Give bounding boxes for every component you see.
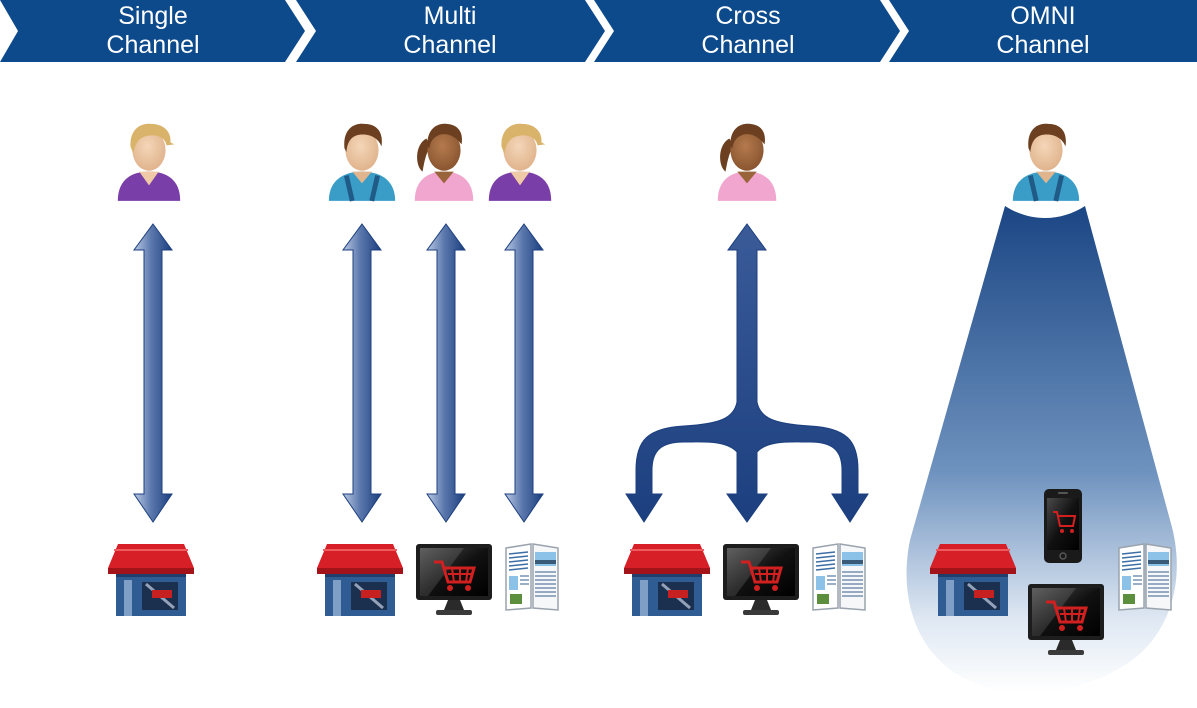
omni-channel-column xyxy=(906,124,1177,693)
person-icon xyxy=(717,123,777,201)
monitor-cart-icon xyxy=(721,542,801,617)
stage-label-single-line2: Channel xyxy=(106,31,199,59)
person-icon xyxy=(117,123,181,201)
person-icon xyxy=(1013,124,1079,201)
store-icon xyxy=(624,542,710,618)
double-arrow-icon xyxy=(342,223,382,523)
branching-arrow-icon xyxy=(625,223,869,523)
multi-channel-column xyxy=(317,123,559,618)
person-icon xyxy=(488,123,552,201)
stage-label-cross-line1: Cross xyxy=(715,2,780,30)
stage-label-single-line1: Single xyxy=(118,2,188,30)
double-arrow-icon xyxy=(426,223,466,523)
smartphone-cart-icon xyxy=(1043,488,1083,564)
monitor-cart-icon xyxy=(414,542,494,617)
catalog-icon xyxy=(812,543,866,611)
stage-label-multi-line2: Channel xyxy=(403,31,496,59)
stage-label-multi-line1: Multi xyxy=(424,2,477,30)
cross-channel-column xyxy=(624,123,869,618)
stage-label-omni-line1: OMNI xyxy=(1010,2,1075,30)
stage-label-omni-line2: Channel xyxy=(996,31,1089,59)
single-channel-column xyxy=(108,123,194,618)
stage-chevron-cross xyxy=(594,0,900,62)
stage-chevron-omni xyxy=(889,0,1197,62)
double-arrow-icon xyxy=(504,223,544,523)
person-icon xyxy=(414,123,474,201)
person-icon xyxy=(329,124,395,201)
stage-label-cross-line2: Channel xyxy=(701,31,794,59)
store-icon xyxy=(930,542,1016,618)
catalog-icon xyxy=(505,543,559,611)
stage-chevron-multi xyxy=(296,0,605,62)
double-arrow-icon xyxy=(133,223,173,523)
store-icon xyxy=(317,542,403,618)
chevron-bar: Single Channel Multi Channel Cross Chann… xyxy=(0,0,1197,62)
store-icon xyxy=(108,542,194,618)
stage-chevron-single xyxy=(0,0,305,62)
